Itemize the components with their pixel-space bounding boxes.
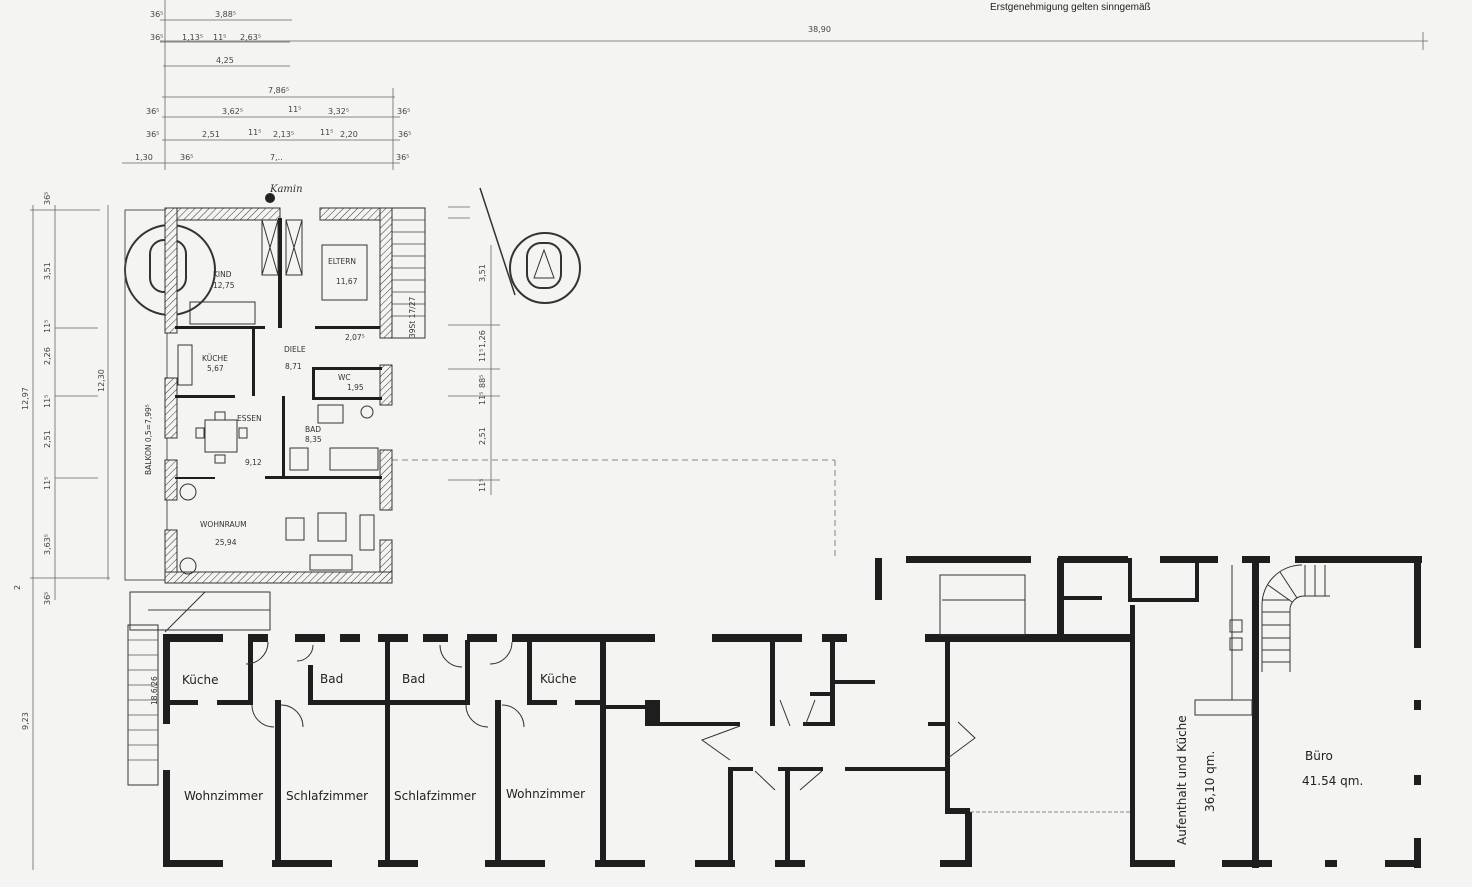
svg-text:1,30: 1,30	[135, 153, 153, 162]
right-dimension-chain: 3,51 1,26 11⁵ 88⁵ 11⁵ 2,51 11⁵	[392, 187, 836, 560]
svg-text:KÜCHE: KÜCHE	[202, 354, 228, 363]
svg-text:36⁵: 36⁵	[180, 153, 193, 162]
header-note: Erstgenehmigung gelten sinngemäß	[990, 2, 1151, 13]
svg-text:36⁵: 36⁵	[43, 592, 52, 605]
svg-text:9,12: 9,12	[245, 458, 262, 467]
overall-dimension: 38,90	[160, 25, 1428, 50]
room-label: Wohnzimmer	[506, 787, 585, 801]
room-label: Schlafzimmer	[394, 789, 476, 803]
svg-text:3,51: 3,51	[43, 262, 52, 280]
svg-text:25,94: 25,94	[215, 538, 237, 547]
svg-text:12,97: 12,97	[21, 387, 30, 410]
svg-text:3,32⁵: 3,32⁵	[328, 107, 349, 116]
svg-text:WOHNRAUM: WOHNRAUM	[200, 520, 247, 529]
svg-text:8,71: 8,71	[285, 362, 302, 371]
top-dimension-chains: 36⁵ 3,88⁵ 36⁵ 1,13⁵ 11⁵ 2,63⁵ 4,25 7,86⁵…	[122, 0, 411, 170]
svg-text:11⁵: 11⁵	[288, 105, 301, 114]
svg-text:11⁵: 11⁵	[213, 33, 226, 42]
svg-text:2,13⁵: 2,13⁵	[273, 130, 294, 139]
room-label-buero: Büro	[1305, 749, 1333, 763]
svg-text:DIELE: DIELE	[284, 345, 306, 354]
svg-text:36⁵: 36⁵	[146, 130, 159, 139]
svg-text:4,25: 4,25	[216, 56, 234, 65]
svg-text:11⁵: 11⁵	[478, 479, 487, 492]
svg-text:7,..: 7,..	[270, 153, 283, 162]
svg-text:3,88⁵: 3,88⁵	[215, 10, 236, 19]
svg-text:ESSEN: ESSEN	[237, 414, 262, 423]
room-label: Küche	[182, 673, 218, 687]
svg-text:BALKON 0,5=7,99⁵: BALKON 0,5=7,99⁵	[144, 404, 153, 475]
svg-text:36⁵: 36⁵	[150, 33, 163, 42]
svg-text:11⁵: 11⁵	[43, 395, 52, 408]
svg-text:3,62⁵: 3,62⁵	[222, 107, 243, 116]
svg-text:11⁵: 11⁵	[478, 392, 487, 405]
svg-text:3,63⁵: 3,63⁵	[43, 534, 52, 555]
lower-building-plan: 18,6/26	[127, 556, 1422, 868]
svg-text:36⁵: 36⁵	[398, 130, 411, 139]
svg-text:11⁵: 11⁵	[43, 477, 52, 490]
room-label: Wohnzimmer	[184, 789, 263, 803]
room-label: Küche	[540, 672, 576, 686]
svg-text:7,86⁵: 7,86⁵	[268, 86, 289, 95]
svg-text:WC: WC	[338, 373, 351, 382]
svg-text:8,35: 8,35	[305, 435, 322, 444]
svg-text:1,95: 1,95	[347, 383, 364, 392]
chimney-note: Kamin	[269, 184, 303, 195]
svg-text:9,23: 9,23	[21, 712, 30, 730]
svg-text:ELTERN: ELTERN	[328, 257, 356, 266]
svg-text:11⁵: 11⁵	[478, 349, 487, 362]
svg-text:88⁵: 88⁵	[478, 375, 487, 388]
upper-apartment-plan: KIND 12,75 ELTERN 11,67 KÜCHE 5,67 DIELE…	[124, 207, 426, 584]
svg-text:2,07⁵: 2,07⁵	[345, 333, 365, 342]
room-area-aufenthalt: 36,10 qm.	[1203, 751, 1217, 812]
room-label: Bad	[402, 672, 425, 686]
svg-text:11⁵: 11⁵	[320, 128, 333, 137]
svg-text:36⁵: 36⁵	[397, 107, 410, 116]
svg-text:2,63⁵: 2,63⁵	[240, 33, 261, 42]
svg-text:36⁵: 36⁵	[43, 192, 52, 205]
svg-text:11⁵: 11⁵	[248, 128, 261, 137]
room-label-aufenthalt: Aufenthalt und Küche	[1175, 715, 1189, 845]
svg-text:12,75: 12,75	[213, 281, 235, 290]
room-label: Schlafzimmer	[286, 789, 368, 803]
svg-text:3,51: 3,51	[478, 264, 487, 282]
svg-text:KIND: KIND	[213, 270, 232, 279]
svg-text:5,67: 5,67	[207, 364, 224, 373]
svg-text:2,51: 2,51	[202, 130, 220, 139]
svg-text:2,20: 2,20	[340, 130, 358, 139]
svg-text:2,51: 2,51	[43, 430, 52, 448]
room-area-buero: 41.54 qm.	[1302, 774, 1363, 788]
svg-text:2,51: 2,51	[478, 427, 487, 445]
left-dimension-chains: 36⁵ 3,51 11⁵ 2,26 11⁵ 2,51 11⁵ 3,63⁵ 36⁵…	[13, 192, 110, 870]
svg-text:1,13⁵: 1,13⁵	[182, 33, 203, 42]
svg-text:BAD: BAD	[305, 425, 321, 434]
svg-text:18,6/26: 18,6/26	[150, 676, 159, 705]
chimney-icon	[265, 193, 275, 203]
svg-text:36⁵: 36⁵	[150, 10, 163, 19]
svg-text:2,26: 2,26	[43, 347, 52, 365]
svg-text:12,30: 12,30	[97, 369, 106, 392]
svg-text:39St 17/27: 39St 17/27	[408, 297, 417, 338]
stamp-right	[509, 232, 581, 304]
svg-text:2: 2	[13, 585, 22, 590]
svg-text:38,90: 38,90	[808, 25, 831, 34]
svg-text:11⁵: 11⁵	[43, 320, 52, 333]
svg-text:1,26: 1,26	[478, 330, 487, 348]
svg-text:36⁵: 36⁵	[146, 107, 159, 116]
room-label: Bad	[320, 672, 343, 686]
svg-text:11,67: 11,67	[336, 277, 358, 286]
svg-text:36⁵: 36⁵	[396, 153, 409, 162]
